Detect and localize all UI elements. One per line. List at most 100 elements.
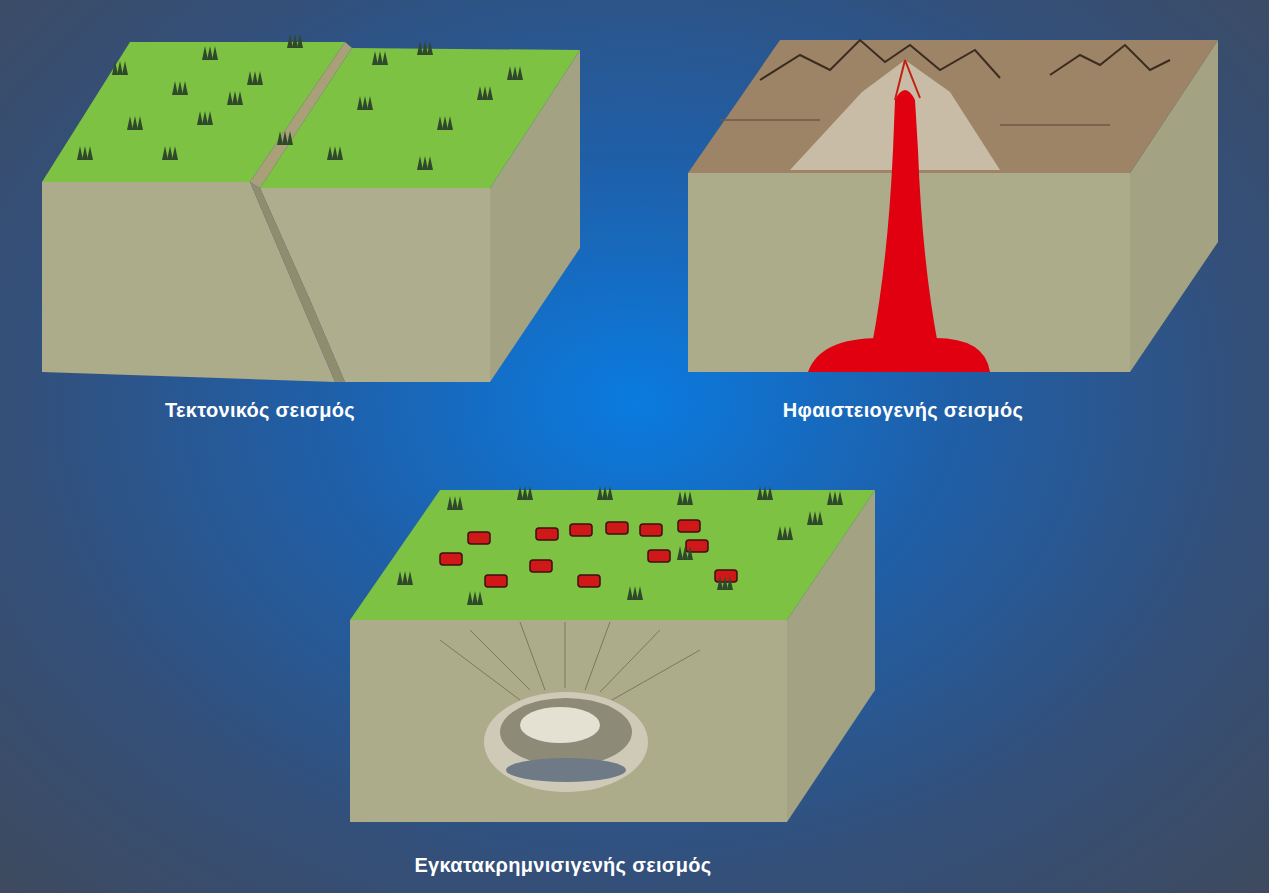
tree <box>717 576 723 590</box>
tree <box>357 96 363 110</box>
tree <box>827 491 833 505</box>
tree <box>77 146 83 160</box>
house <box>715 570 737 582</box>
tree <box>442 116 448 130</box>
tree <box>372 51 378 65</box>
tree <box>197 111 203 125</box>
tree <box>177 81 183 95</box>
tree <box>327 146 333 160</box>
tree <box>162 146 168 160</box>
tree <box>467 591 473 605</box>
tree <box>767 486 773 500</box>
tree <box>247 71 253 85</box>
tree <box>172 146 178 160</box>
tree <box>427 156 433 170</box>
tree <box>127 116 133 130</box>
tree <box>527 486 533 500</box>
house <box>440 553 462 565</box>
tree <box>632 586 638 600</box>
tree <box>602 486 608 500</box>
tree <box>637 586 643 600</box>
caption-label: Ηφαιστειογενής σεισμός <box>783 399 1023 422</box>
tree <box>477 591 483 605</box>
tree <box>722 576 728 590</box>
tree <box>437 116 443 130</box>
tree <box>597 486 603 500</box>
tree <box>682 491 688 505</box>
house <box>606 522 628 534</box>
tree <box>427 41 433 55</box>
tree <box>777 526 783 540</box>
caption-label: Τεκτονικός σεισμός <box>165 399 355 422</box>
tree <box>807 511 813 525</box>
tree <box>452 496 458 510</box>
tree <box>82 146 88 160</box>
tree <box>257 71 263 85</box>
tree <box>182 81 188 95</box>
house <box>536 528 558 540</box>
tree <box>682 546 688 560</box>
tree <box>762 486 768 500</box>
tree <box>167 146 173 160</box>
tree <box>512 66 518 80</box>
tree <box>422 41 428 55</box>
collapse-block <box>350 486 875 822</box>
tree <box>367 96 373 110</box>
tree <box>517 486 523 500</box>
volcanic-block <box>688 40 1218 372</box>
tree <box>487 86 493 100</box>
tree <box>87 146 93 160</box>
tree <box>122 61 128 75</box>
tree <box>727 576 733 590</box>
tree <box>382 51 388 65</box>
tree <box>137 116 143 130</box>
tree <box>812 511 818 525</box>
tree <box>837 491 843 505</box>
tree <box>832 491 838 505</box>
tree <box>817 511 823 525</box>
tree <box>477 86 483 100</box>
tree <box>607 486 613 500</box>
tree <box>337 146 343 160</box>
tree <box>112 61 118 75</box>
tree <box>482 86 488 100</box>
tree <box>237 91 243 105</box>
tectonic-block <box>42 34 580 382</box>
tree <box>447 116 453 130</box>
tree <box>207 111 213 125</box>
caption-label: Εγκατακρημνισιγενής σεισμός <box>414 854 711 877</box>
tree <box>687 546 693 560</box>
house <box>530 560 552 572</box>
tree <box>227 91 233 105</box>
tree <box>522 486 528 500</box>
tree <box>252 71 258 85</box>
house <box>485 575 507 587</box>
tree <box>172 81 178 95</box>
house <box>648 550 670 562</box>
tree <box>517 66 523 80</box>
tree <box>202 111 208 125</box>
tree <box>332 146 338 160</box>
tree <box>447 496 453 510</box>
house <box>640 524 662 536</box>
house <box>578 575 600 587</box>
tree <box>422 156 428 170</box>
tree <box>507 66 513 80</box>
tree <box>287 34 293 48</box>
tree <box>627 586 633 600</box>
tree <box>377 51 383 65</box>
tree <box>407 571 413 585</box>
tree <box>677 491 683 505</box>
tree <box>287 131 293 145</box>
tree <box>417 156 423 170</box>
tree <box>207 46 213 60</box>
tree <box>362 96 368 110</box>
tree <box>687 491 693 505</box>
tree <box>472 591 478 605</box>
tree <box>757 486 763 500</box>
house <box>678 520 700 532</box>
house <box>468 532 490 544</box>
tree <box>297 34 303 48</box>
tree <box>677 546 683 560</box>
